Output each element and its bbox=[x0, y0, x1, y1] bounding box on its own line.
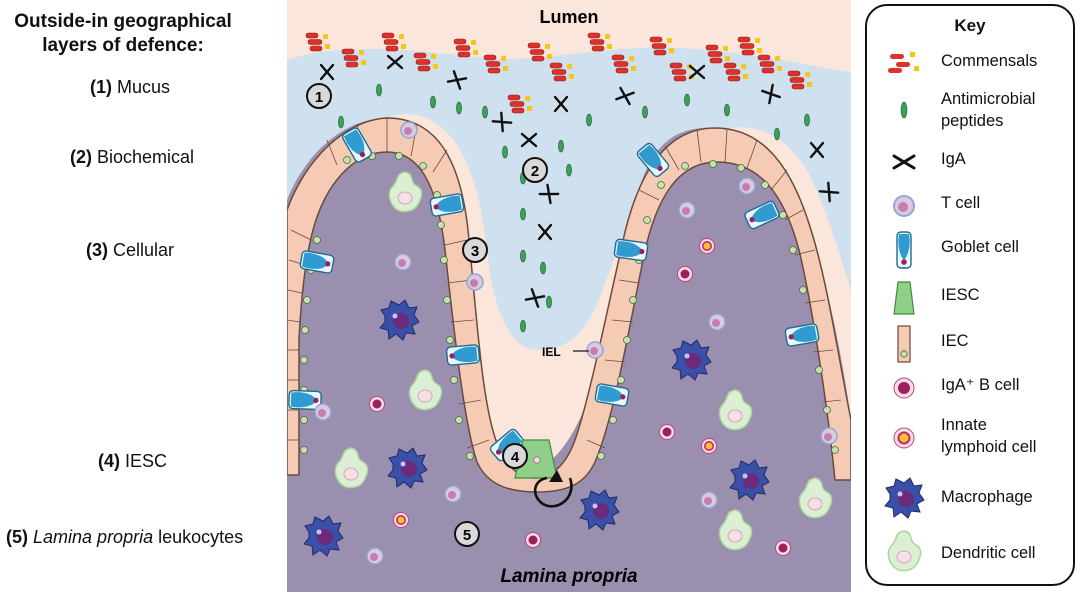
iga-b-cell-icon bbox=[893, 377, 915, 399]
key-item-innate-lymphoid-cell: Innate lymphoid cell bbox=[871, 414, 1071, 458]
iel-label: IEL bbox=[542, 345, 561, 359]
iesc-nucleus bbox=[533, 456, 541, 464]
layer-biochemical: (2) Biochemical bbox=[70, 147, 194, 168]
layers-heading: Outside-in geographical layers of defenc… bbox=[8, 10, 238, 58]
layer-number: (1) bbox=[90, 77, 112, 97]
iesc-icon bbox=[893, 281, 915, 315]
iec-icon bbox=[897, 325, 911, 363]
layer-number: (3) bbox=[86, 240, 108, 260]
key-title: Key bbox=[954, 16, 986, 35]
self-renewal-arrow bbox=[533, 476, 573, 508]
key-item-macrophage: Macrophage bbox=[871, 476, 1071, 520]
layer-lamina-propria-leukocytes: (5) Lamina propria leukocytes bbox=[6, 527, 243, 548]
key-item-goblet-cell: Goblet cell bbox=[871, 230, 1071, 274]
iga-icon bbox=[892, 154, 916, 170]
key-label-line-2: peptides bbox=[941, 112, 1004, 130]
layer-label: Cellular bbox=[113, 240, 175, 260]
key-item-antimicrobial-peptides: Antimicrobial peptides bbox=[871, 88, 1071, 132]
key-item-iec: IEC bbox=[871, 324, 1071, 368]
marker-2: 2 bbox=[522, 157, 548, 183]
marker-3: 3 bbox=[462, 237, 488, 263]
mucus-layer bbox=[287, 47, 851, 350]
marker-4-text: 4 bbox=[511, 449, 520, 466]
layer-number: (5) bbox=[6, 527, 28, 547]
layer-label: Mucus bbox=[117, 77, 171, 97]
key-label-line-2: lymphoid cell bbox=[941, 438, 1037, 456]
key-label: Macrophage bbox=[941, 488, 1033, 506]
key-label: Dendritic cell bbox=[941, 544, 1036, 562]
layer-cellular: (3) Cellular bbox=[86, 240, 174, 261]
key-item-t-cell: T cell bbox=[871, 186, 1071, 230]
lamina-propria-label: Lamina propria bbox=[500, 566, 638, 587]
goblet-cell-icon bbox=[896, 231, 912, 269]
layer-number: (2) bbox=[70, 147, 92, 167]
key-item-iesc: IESC bbox=[871, 278, 1071, 322]
key-label: IgA⁺ B cell bbox=[941, 376, 1020, 394]
marker-1: 1 bbox=[306, 83, 332, 109]
key-label: IgA bbox=[941, 150, 966, 168]
key-label: Commensals bbox=[941, 52, 1038, 70]
diagram-svg: IEL 1 2 3 4 5 Lumen Lamina propria bbox=[286, 0, 852, 592]
key-item-commensals: Commensals bbox=[871, 44, 1071, 88]
t-cell-icon bbox=[893, 195, 915, 217]
antimicrobial-peptide-icon bbox=[900, 101, 908, 119]
macrophage-icon bbox=[884, 477, 925, 519]
marker-5: 5 bbox=[454, 521, 480, 547]
layer-iesc: (4) IESC bbox=[98, 451, 167, 472]
intestinal-diagram: IEL 1 2 3 4 5 Lumen Lamina propria bbox=[286, 0, 852, 592]
self-renewal-arrowhead bbox=[549, 470, 563, 482]
layers-legend: Outside-in geographical layers of defenc… bbox=[0, 0, 285, 592]
marker-5-text: 5 bbox=[463, 527, 471, 544]
layer-label: Biochemical bbox=[97, 147, 195, 167]
heading-line-1: Outside-in geographical bbox=[14, 11, 232, 32]
marker-1-text: 1 bbox=[315, 89, 323, 106]
goblet-cell bbox=[445, 343, 481, 367]
key-item-iga: IgA bbox=[871, 142, 1071, 186]
commensals-icon bbox=[888, 52, 919, 73]
key-item-dendritic-cell: Dendritic cell bbox=[871, 528, 1071, 572]
marker-4: 4 bbox=[502, 443, 528, 469]
marker-3-text: 3 bbox=[471, 243, 479, 260]
key-panel: Key Commensals Antimicrobial peptides Ig… bbox=[865, 4, 1075, 586]
layer-label: leukocytes bbox=[158, 527, 244, 547]
layer-label: IESC bbox=[125, 451, 168, 471]
dendritic-cell-icon bbox=[887, 530, 922, 572]
lumen-label: Lumen bbox=[539, 7, 598, 27]
marker-2-text: 2 bbox=[531, 163, 539, 180]
layer-mucus: (1) Mucus bbox=[90, 77, 170, 98]
heading-line-2: layers of defence: bbox=[42, 35, 204, 56]
key-label: Goblet cell bbox=[941, 238, 1019, 256]
key-label-line-1: Antimicrobial bbox=[941, 90, 1036, 108]
key-label-line-1: Innate bbox=[941, 416, 987, 434]
key-label: T cell bbox=[941, 194, 981, 212]
innate-lymphoid-cell-icon bbox=[893, 427, 915, 449]
key-item-iga-b-cell: IgA⁺ B cell bbox=[871, 368, 1071, 412]
goblet-cell bbox=[613, 238, 649, 262]
key-label: IEC bbox=[941, 332, 969, 350]
layer-label-italic: Lamina propria bbox=[33, 527, 154, 547]
key-label: IESC bbox=[941, 286, 980, 304]
layer-number: (4) bbox=[98, 451, 120, 471]
